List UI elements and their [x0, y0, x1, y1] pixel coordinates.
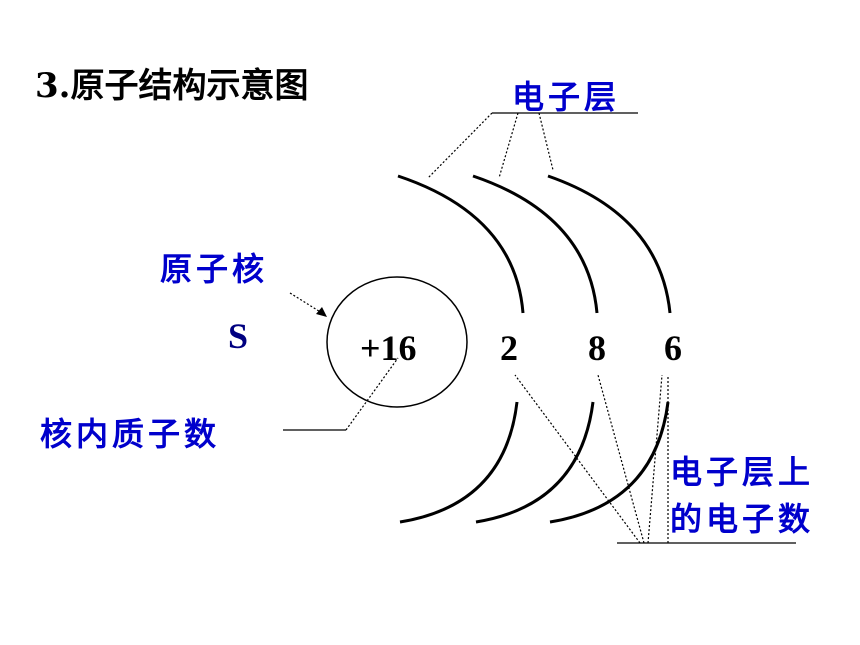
- nucleus-circle: [326, 276, 468, 408]
- shell-electron-count-label-line-2: 的电子数: [670, 500, 814, 538]
- shell-electron-count-label-line-1: 电子层上: [670, 453, 814, 491]
- proton-count-pointer: [345, 357, 399, 431]
- nucleus-label: 原子核: [160, 250, 268, 288]
- electron-shell-pointer-2: [498, 112, 519, 179]
- element-symbol: S: [228, 316, 248, 356]
- nucleus-charge: +16: [360, 328, 417, 368]
- proton-count-label: 核内质子数: [40, 415, 220, 453]
- shell-3-electrons: 6: [664, 328, 682, 368]
- nucleus-pointer-arrowhead: [316, 307, 327, 317]
- electron-shell-label: 电子层: [512, 78, 620, 116]
- shell-1-electrons: 2: [500, 328, 518, 368]
- shell-electron-count-pointer-3: [647, 374, 663, 544]
- shell-2-lower-arc: [475, 401, 595, 524]
- shell-3-upper-arc: [547, 174, 672, 314]
- shell-2-upper-arc: [472, 174, 599, 314]
- shell-3-lower-arc: [549, 401, 670, 524]
- slide-title: 3.原子结构示意图: [35, 66, 309, 106]
- electron-shell-pointer-3: [538, 112, 554, 171]
- shell-1-upper-arc: [397, 174, 525, 314]
- shell-electron-count-pointer-2: [597, 374, 645, 544]
- shell-1-lower-arc: [399, 401, 519, 524]
- nucleus-pointer: [289, 292, 323, 314]
- shell-electron-count-pointer-1: [514, 374, 641, 544]
- shell-2-electrons: 8: [588, 328, 606, 368]
- electron-shell-pointer-1: [427, 112, 493, 179]
